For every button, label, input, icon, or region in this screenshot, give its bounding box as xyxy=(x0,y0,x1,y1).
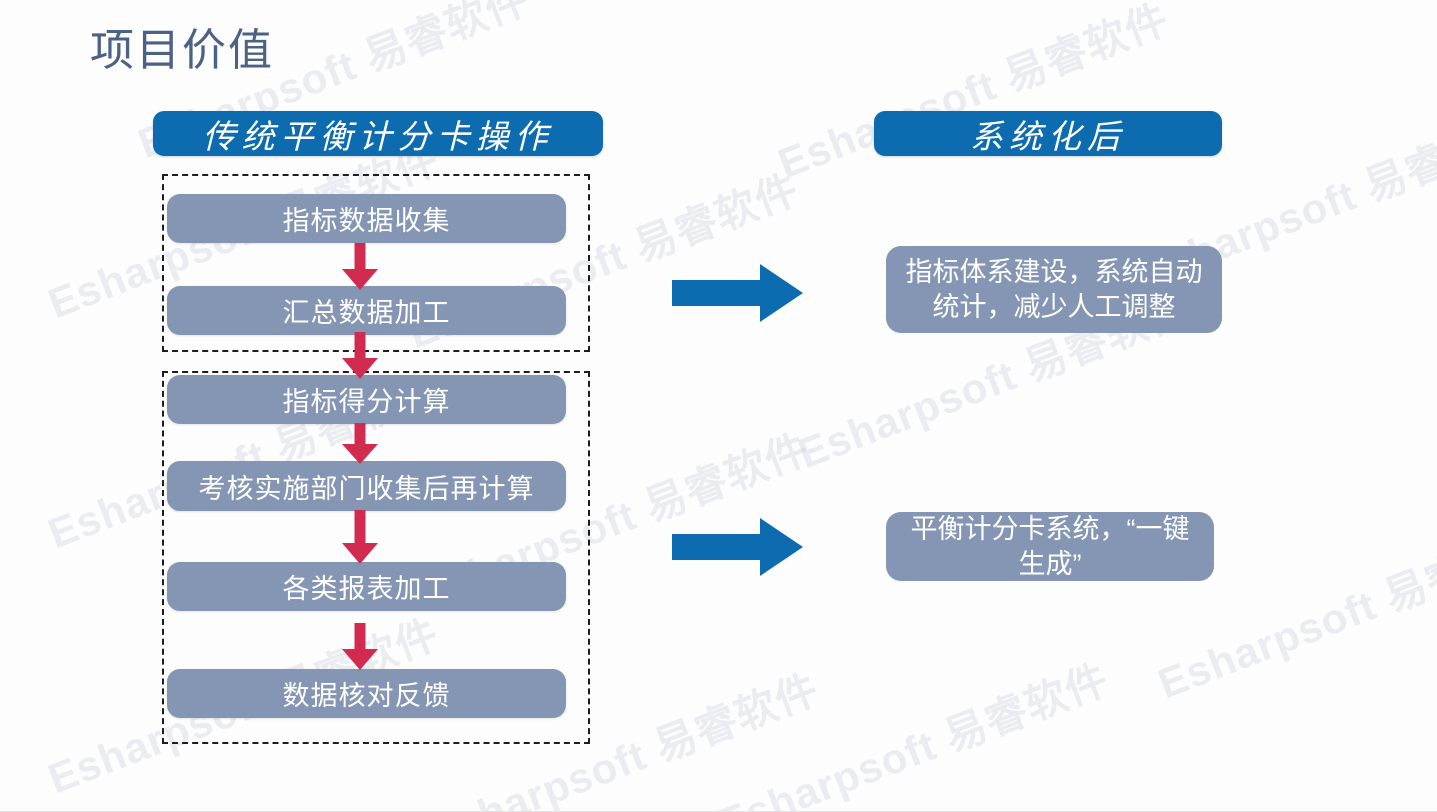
header-traditional-process: 传统平衡计分卡操作 xyxy=(153,111,603,156)
header-systemized: 系统化后 xyxy=(874,111,1222,156)
result-box: 平衡计分卡系统，“一键生成” xyxy=(886,512,1214,581)
watermark-text: Esharpsoft 易睿软件 xyxy=(711,655,1116,811)
process-step-box: 数据核对反馈 xyxy=(167,669,566,718)
dashed-group-data-collection xyxy=(162,174,590,352)
result-box: 指标体系建设，系统自动统计，减少人工调整 xyxy=(886,246,1222,333)
arrow-down-icon xyxy=(340,243,380,296)
page-title: 项目价值 xyxy=(90,26,274,75)
arrow-right-icon xyxy=(672,262,804,329)
arrow-down-icon xyxy=(340,423,380,470)
arrow-down-icon xyxy=(340,623,380,676)
arrow-right-icon xyxy=(672,516,804,583)
process-step-box: 汇总数据加工 xyxy=(167,286,566,335)
arrow-down-icon xyxy=(340,332,380,385)
watermark-text: Esharpsoft 易睿软件 xyxy=(771,0,1176,188)
dashed-group-scoring-reporting xyxy=(162,371,590,744)
process-step-box: 各类报表加工 xyxy=(167,562,566,611)
process-step-box: 指标数据收集 xyxy=(167,194,566,243)
process-step-box: 指标得分计算 xyxy=(167,375,566,424)
process-step-box: 考核实施部门收集后再计算 xyxy=(167,461,566,511)
arrow-down-icon xyxy=(340,510,380,570)
